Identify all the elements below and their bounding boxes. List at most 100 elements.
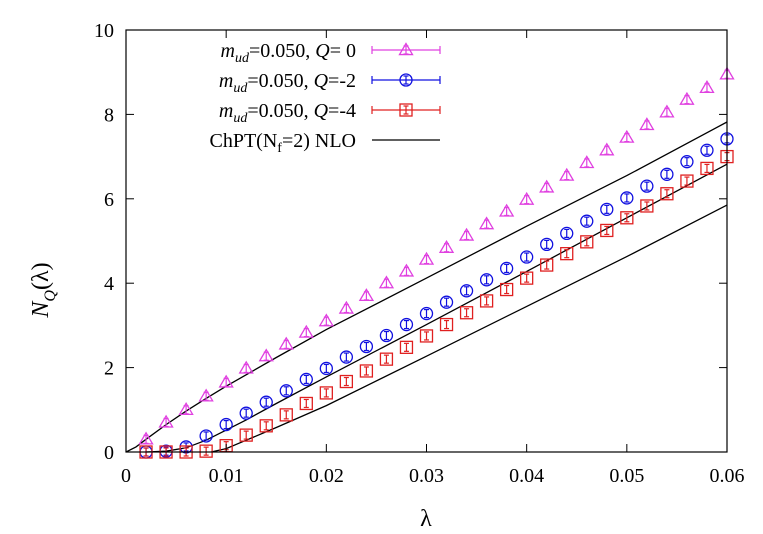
series-2-point — [379, 328, 394, 343]
series-1-point — [458, 227, 475, 241]
x-tick-label: 0 — [121, 465, 131, 487]
series-1-point — [198, 388, 214, 402]
series-2-point — [339, 350, 354, 364]
series-1-point — [318, 313, 334, 327]
y-tick-label: 6 — [104, 189, 114, 211]
series-3-point — [439, 317, 454, 332]
y-tick-label: 8 — [104, 104, 114, 126]
series-2-point — [279, 384, 293, 398]
legend-item-4: ChPT(Nf=2) NLO — [209, 130, 440, 156]
legend-item-3: mud=0.050, Q=-4 — [219, 100, 441, 126]
series-1-point — [659, 104, 675, 118]
series-3-point — [580, 235, 594, 249]
series-2-point — [219, 417, 233, 432]
series-2-point — [299, 372, 313, 387]
series-3-point — [560, 247, 574, 261]
y-tick-label: 10 — [94, 20, 114, 42]
series-1-point — [599, 142, 615, 156]
series-2-point — [199, 429, 213, 443]
y-tick-label: 0 — [104, 442, 114, 464]
series-3-point — [640, 199, 654, 213]
series-1-point — [138, 431, 154, 445]
x-tick-label: 0.01 — [209, 465, 244, 487]
series-1-point — [178, 402, 194, 416]
series-3-point — [299, 396, 313, 411]
legend-label: mud=0.050, Q= 0 — [221, 40, 356, 66]
series-1-point — [278, 336, 294, 350]
series-3-point — [660, 187, 674, 201]
series-3-point — [419, 329, 434, 343]
series-1-point — [418, 251, 435, 265]
series-2-point — [359, 339, 374, 354]
series-2-point — [560, 226, 574, 241]
series-1-point — [238, 360, 254, 374]
series-1-point — [398, 263, 415, 277]
series-3-point — [540, 258, 554, 272]
series-2-point — [499, 261, 514, 276]
series-2-point — [319, 361, 333, 376]
series-3-point — [479, 294, 494, 308]
x-tick-label: 0.04 — [509, 465, 544, 487]
series-3-point — [319, 386, 333, 400]
series-1-point — [699, 80, 715, 94]
y-axis-title: NQ(λ) — [28, 262, 59, 318]
series-2-point — [239, 406, 253, 420]
series-3-point — [620, 211, 634, 225]
series-1-point — [258, 348, 274, 362]
series-1-point — [358, 288, 375, 302]
series-3-point — [379, 352, 394, 366]
series-3-point — [399, 340, 414, 354]
series-1-point — [579, 155, 595, 169]
series-1-point — [498, 203, 515, 217]
series-3-point — [279, 408, 293, 422]
series-2-point — [540, 237, 554, 252]
series-3-point — [700, 161, 714, 176]
legend-item-2: mud=0.050, Q=-2 — [219, 70, 441, 96]
series-1-point — [639, 117, 655, 131]
series-1-point — [298, 324, 314, 338]
series-2-point — [640, 179, 654, 193]
series-2-point — [680, 155, 694, 169]
series-2-point — [520, 250, 534, 264]
series-3-point — [520, 271, 534, 285]
series-2-point — [580, 214, 594, 228]
chpt-curve-3 — [210, 204, 728, 453]
legend-label: mud=0.050, Q=-4 — [219, 100, 356, 126]
x-axis-title: λ — [420, 506, 432, 532]
series-3-point — [680, 174, 694, 188]
x-tick-label: 0.02 — [309, 465, 344, 487]
series-3-point — [239, 428, 253, 442]
legend-label: ChPT(Nf=2) NLO — [209, 130, 356, 156]
legend-label: mud=0.050, Q=-2 — [219, 70, 356, 96]
series-3-point — [259, 419, 273, 433]
series-3-point — [199, 444, 213, 458]
series-3-point — [359, 364, 374, 378]
legend-marker — [399, 73, 413, 87]
legend-marker — [399, 103, 413, 117]
x-tick-label: 0.03 — [409, 465, 444, 487]
series-2-point — [459, 284, 474, 298]
series-2-point — [259, 395, 273, 409]
series-2-point — [419, 306, 434, 321]
series-1-point — [218, 374, 234, 388]
legend-marker — [398, 42, 414, 56]
series-1-point — [679, 91, 695, 105]
series-2-point — [399, 317, 414, 332]
series-1-point — [338, 300, 355, 314]
series-2-point — [700, 143, 714, 157]
series-1-point — [158, 414, 174, 428]
series-2-point — [660, 167, 674, 181]
chpt-curve-2 — [145, 163, 728, 453]
series-2-point — [479, 273, 494, 287]
legend: mud=0.050, Q= 0 mud=0.050, Q=-2 mud=0.050,… — [209, 40, 441, 156]
x-tick-label: 0.05 — [609, 465, 644, 487]
series-2-point — [600, 202, 614, 217]
y-tick-label: 4 — [104, 273, 114, 295]
series-1-point — [378, 275, 395, 289]
series-3-point — [499, 282, 514, 297]
series-1-point — [619, 129, 635, 143]
series-2-point — [620, 191, 634, 205]
